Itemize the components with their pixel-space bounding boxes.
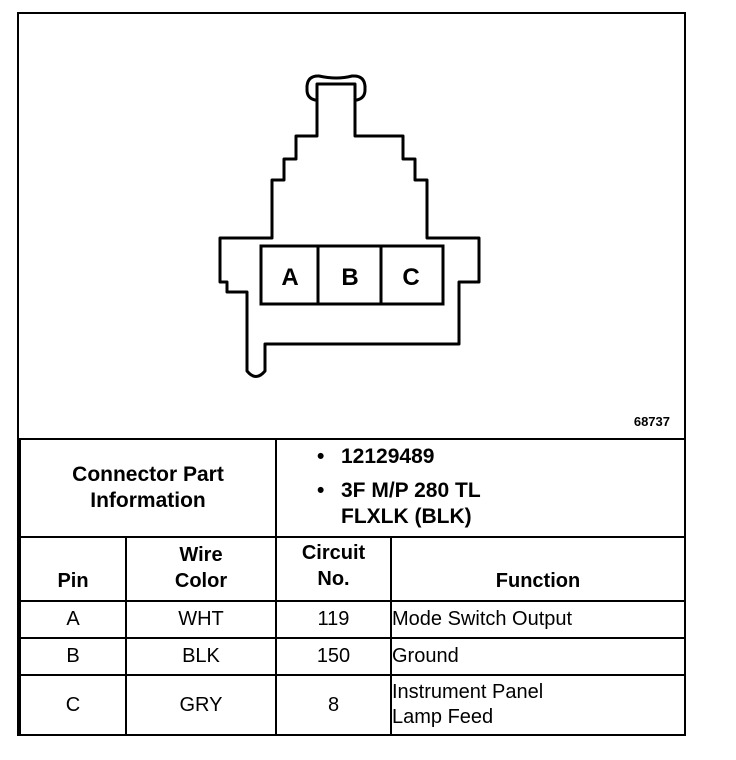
cell-function: Instrument Panel Lamp Feed — [389, 674, 687, 736]
connector-part-info-title: Connector Part Information — [19, 438, 277, 538]
pin-label-a: A — [281, 264, 298, 291]
table-header-row: Pin Wire Color Circuit No. Function — [19, 536, 687, 602]
cell-pin: C — [19, 674, 127, 736]
part-number-continuation: FLXLK (BLK) — [341, 505, 472, 528]
connector-latch — [305, 74, 367, 102]
header-circuit-no: Circuit No. — [275, 536, 392, 602]
pin-label-b: B — [341, 264, 358, 291]
cell-pin: A — [19, 600, 127, 639]
cell-wire-color: BLK — [125, 637, 277, 676]
cell-circuit: 119 — [275, 600, 392, 639]
cell-pin: B — [19, 637, 127, 676]
part-number-list: 12129489 3F M/P 280 TL FLXLK (BLK) — [274, 438, 687, 538]
cell-wire-color: GRY — [125, 674, 277, 736]
pin-label-c: C — [402, 264, 419, 291]
figure-number: 68737 — [633, 414, 670, 429]
pin-cavity-c — [379, 244, 445, 306]
table-row: B BLK 150 Ground — [19, 637, 687, 676]
table-row: A WHT 119 Mode Switch Output — [19, 600, 687, 639]
header-function: Function — [389, 536, 687, 602]
connector-outline: A B C — [218, 74, 481, 378]
part-number-item: 3F M/P 280 TL — [317, 474, 684, 508]
cell-function: Mode Switch Output — [389, 600, 687, 639]
cell-wire-color: WHT — [125, 600, 277, 639]
header-pin: Pin — [19, 536, 127, 602]
header-wire-color: Wire Color — [125, 536, 277, 602]
part-number-item: 12129489 — [317, 440, 684, 474]
cell-function: Ground — [389, 637, 687, 676]
table-row: C GRY 8 Instrument Panel Lamp Feed — [19, 674, 687, 736]
cell-circuit: 8 — [275, 674, 392, 736]
connector-diagram-frame: A B C 68737 Connector Part Information 1… — [17, 12, 687, 736]
connector-drawing-area: A B C 68737 — [19, 14, 684, 438]
connector-info-table: Connector Part Information 12129489 3F M… — [19, 438, 687, 736]
connector-body — [218, 82, 481, 378]
cell-circuit: 150 — [275, 637, 392, 676]
